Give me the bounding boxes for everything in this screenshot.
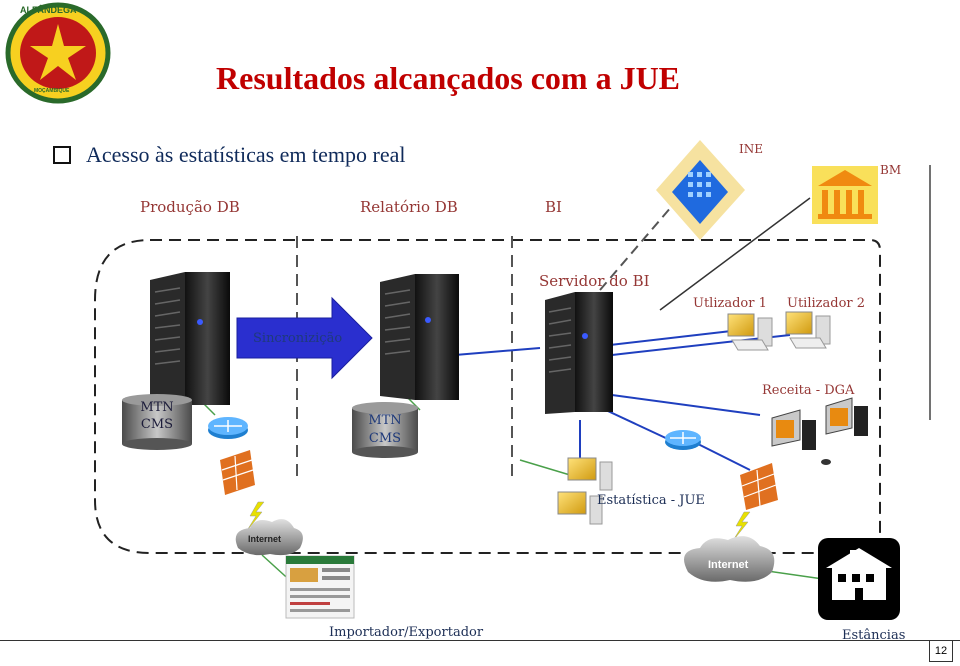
link-bm — [659, 197, 811, 311]
workstation-receita — [771, 397, 868, 465]
alfandega-logo: ALFÂNDEGA MOÇAMBIQUE — [2, 2, 114, 104]
label-estatistica-jue: Estatística - JUE — [597, 493, 705, 508]
label-relatorio-db: Relatório DB — [360, 198, 458, 216]
server-relatorio — [380, 274, 459, 400]
house-icon — [818, 538, 900, 620]
label-servidor-bi: Servidor do BI — [539, 272, 650, 290]
workstation-utilizador-1 — [727, 313, 773, 351]
label-mtn-cms-2: MTN CMS — [368, 413, 402, 446]
label-internet-1: Internet — [248, 534, 282, 544]
label-importador-exportador: Importador/Exportador — [329, 625, 484, 640]
footer-rule — [0, 640, 960, 641]
page-number: 12 — [929, 640, 953, 662]
label-utilizador-2: Utilizador 2 — [787, 296, 866, 311]
internet-cloud-2-icon — [684, 536, 775, 582]
workstation-utilizador-2 — [785, 311, 831, 349]
link-ine — [599, 191, 685, 291]
label-internet-2: Internet — [708, 559, 749, 571]
logo-bottom-text: MOÇAMBIQUE — [34, 88, 70, 94]
server-producao — [150, 272, 230, 405]
server-bi — [545, 292, 613, 414]
firewall-1-icon — [220, 450, 255, 495]
lightning-2-icon — [731, 511, 751, 543]
checkbox-bullet-icon — [53, 146, 71, 164]
lightning-1-icon — [245, 501, 265, 533]
label-ine: INE — [739, 142, 763, 156]
network-boundary — [94, 239, 881, 554]
label-producao-db: Produção DB — [140, 198, 240, 216]
label-bi: BI — [545, 198, 562, 216]
website-screenshot — [285, 555, 355, 619]
sync-arrow — [236, 296, 373, 380]
label-mtn-cms-1: MTN CMS — [140, 400, 174, 432]
slide-title: Resultados alcançados com a JUE — [216, 60, 681, 96]
internet-cloud-1-icon — [235, 519, 303, 556]
db-cylinder-2 — [352, 402, 418, 458]
router-2-icon — [665, 430, 701, 450]
label-estancias: Estâncias — [842, 628, 906, 643]
firewall-2-icon — [740, 463, 778, 510]
logo-top-text: ALFÂNDEGA — [20, 5, 77, 15]
label-bm: BM — [880, 163, 902, 177]
router-1-icon — [208, 417, 248, 439]
bm-bank-icon — [812, 166, 878, 224]
db-cylinder-1 — [122, 394, 192, 450]
bullet-text: Acesso às estatísticas em tempo real — [86, 142, 406, 167]
workstation-estatistica — [557, 457, 613, 525]
label-sincronizacao: Sincronizição — [253, 331, 343, 346]
label-receita-dga: Receita - DGA — [762, 383, 855, 398]
ine-building-icon — [656, 140, 745, 240]
label-utilizador-1: Utlizador 1 — [693, 296, 767, 311]
